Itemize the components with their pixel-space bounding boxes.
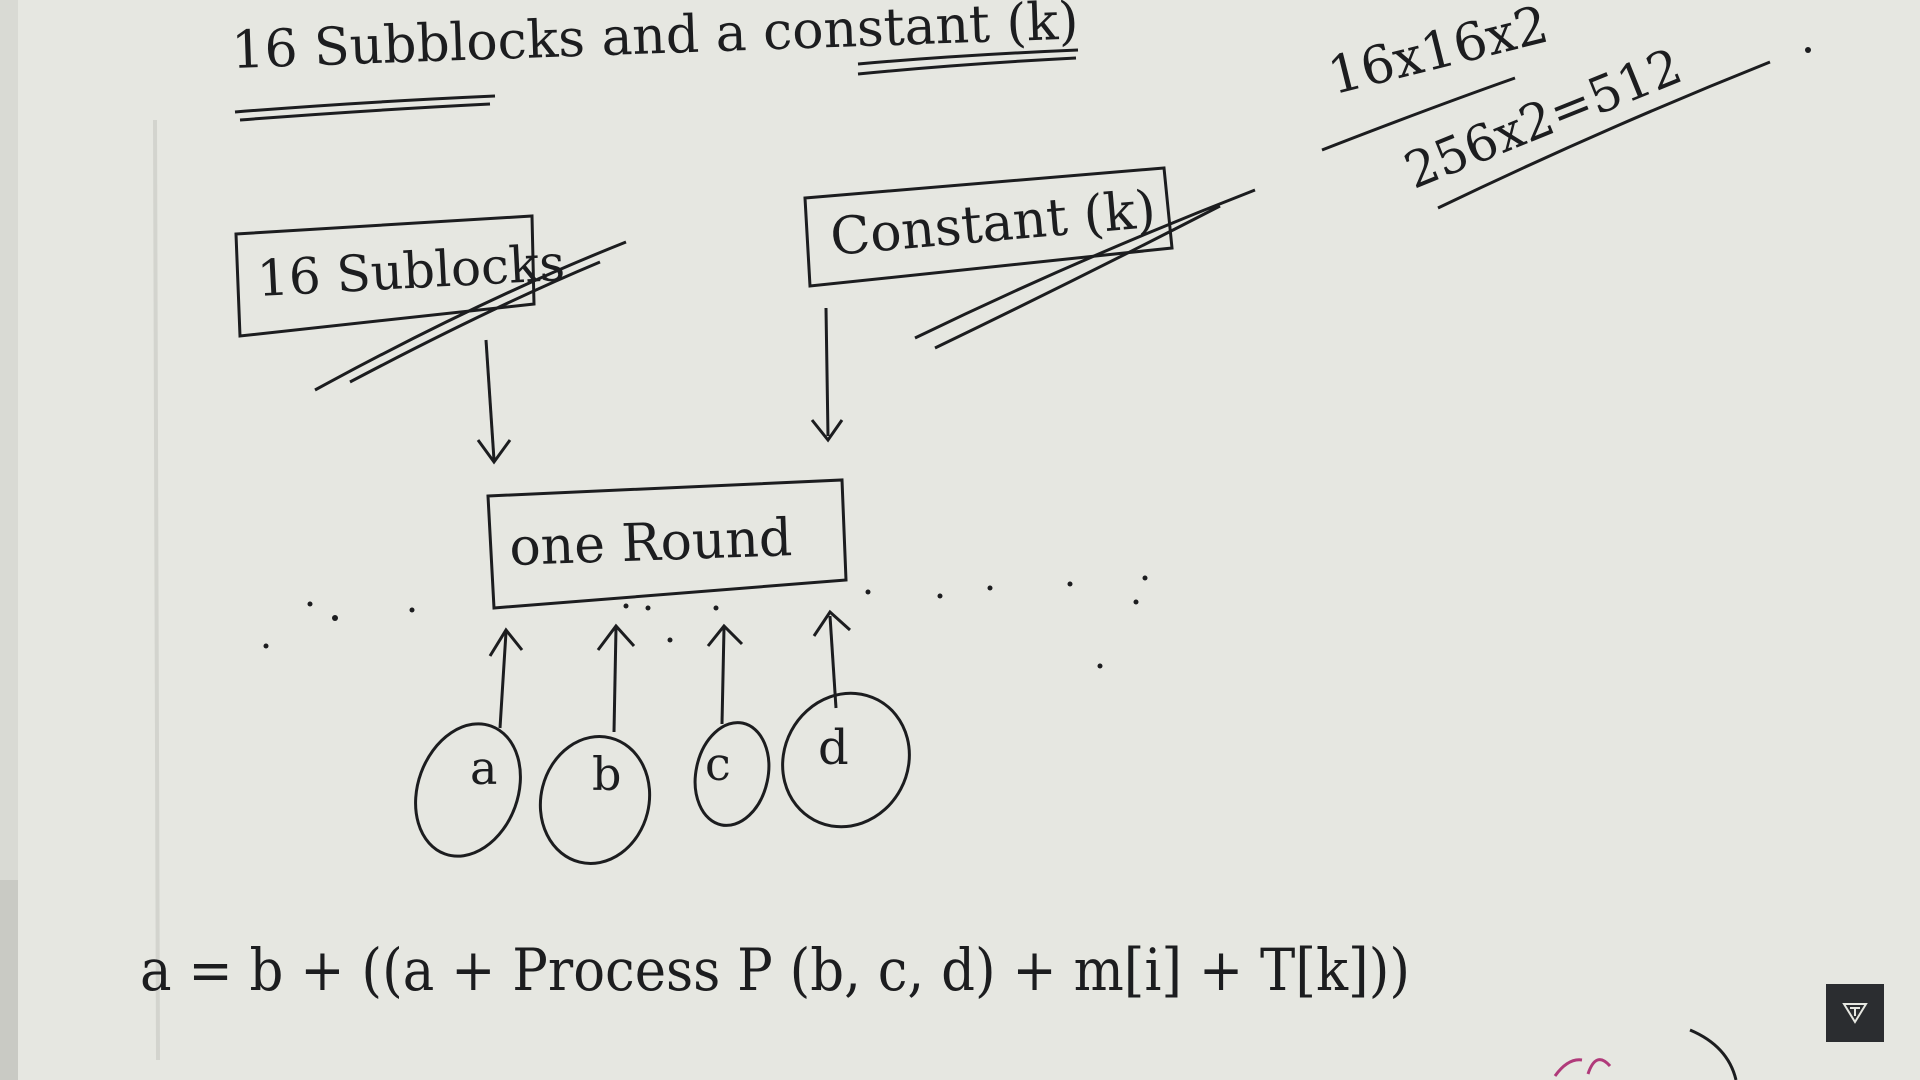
calc-underline (1321, 76, 1516, 152)
constant-strike (914, 188, 1256, 350)
circle-b: b (538, 735, 652, 865)
watermark-logo-icon (1842, 1003, 1868, 1024)
arrow-d-up (812, 609, 852, 709)
circle-a: a (414, 722, 522, 858)
watermark-logo (1826, 984, 1884, 1042)
ink-dot (1805, 47, 1811, 53)
dotted-trail (263, 575, 1148, 669)
arrow-a-up (488, 627, 524, 729)
ink-curve (1689, 1028, 1738, 1080)
one-round-box: one Round (486, 478, 848, 610)
circle-c: c (693, 721, 771, 827)
one-round-label: one Round (508, 508, 793, 578)
circle-c-label: c (705, 737, 731, 791)
circle-b-label: b (592, 747, 621, 801)
circle-a-label: a (470, 741, 497, 795)
circle-d-label: d (818, 720, 849, 776)
arrow-c-up (706, 623, 744, 725)
formula-text: a = b + ((a + Process P (b, c, d) + m[i]… (140, 936, 1410, 1004)
arrow-b-up (596, 623, 636, 733)
arrow-constant-to-round (810, 307, 844, 443)
heading-underline (234, 94, 496, 122)
subblocks-strike (314, 240, 627, 392)
constant-underline (857, 48, 1079, 76)
circle-d: d (781, 691, 911, 829)
arrow-subblocks-to-round (476, 339, 512, 465)
calc-result-underline (1437, 60, 1771, 210)
pink-ink-mark (1553, 1058, 1612, 1077)
